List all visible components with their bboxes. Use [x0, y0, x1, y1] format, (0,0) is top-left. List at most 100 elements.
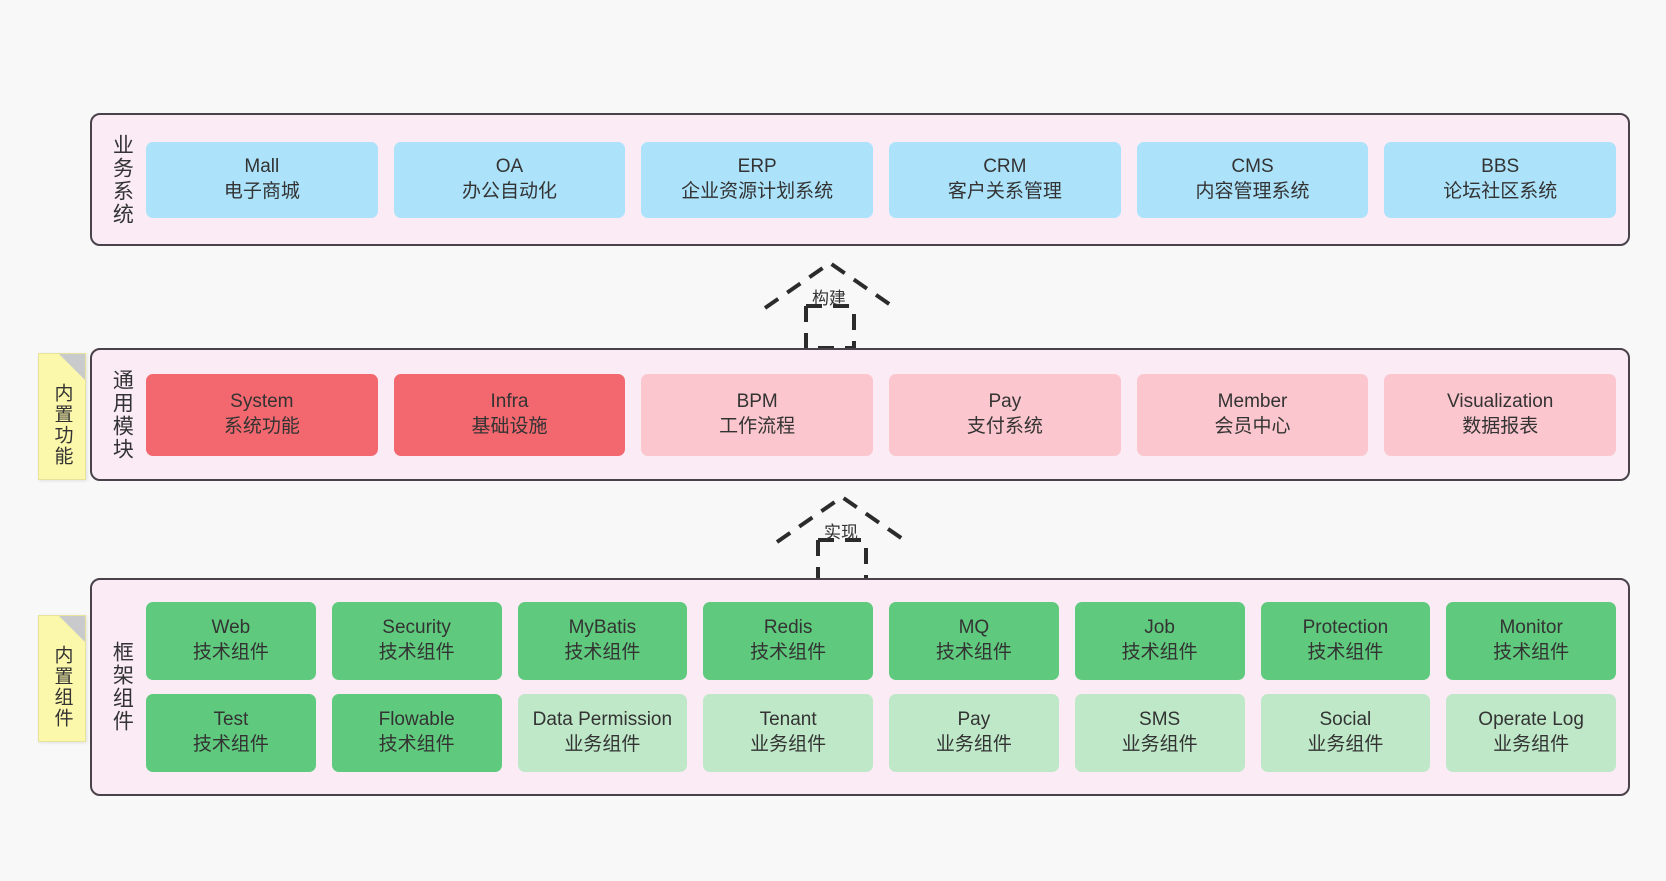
card-infra[interactable]: Infra 基础设施	[393, 373, 626, 456]
card-crm[interactable]: CRM 客户关系管理	[889, 141, 1121, 218]
card-title: Protection	[1302, 617, 1389, 639]
card-subtitle: 工作流程	[719, 415, 796, 437]
card-flowable[interactable]: Flowable 技术组件	[331, 694, 502, 772]
connector-label-implement: 实现	[824, 523, 858, 542]
card-title: ERP	[737, 155, 777, 177]
card-mybatis[interactable]: MyBatis 技术组件	[517, 602, 688, 680]
card-mall[interactable]: Mall 电子商城	[146, 141, 378, 218]
card-data-permission[interactable]: Data Permission 业务组件	[517, 694, 688, 772]
sticky-note-builtin-features[interactable]: 内置功能	[38, 353, 86, 480]
layer-business-systems[interactable]: 业务系统 Mall 电子商城 OA 办公自动化 ERP 企业资源计划系统 CRM…	[90, 113, 1630, 246]
card-mq[interactable]: MQ 技术组件	[889, 602, 1059, 680]
card-protection[interactable]: Protection 技术组件	[1260, 602, 1431, 680]
card-title: OA	[495, 155, 524, 177]
card-system[interactable]: System 系统功能	[146, 373, 378, 456]
layer-framework-components[interactable]: 框架组件 Web 技术组件 Security 技术组件 MyBatis 技术组件…	[90, 578, 1630, 796]
card-row: System 系统功能 Infra 基础设施 BPM 工作流程 Pay 支付系统…	[146, 373, 1617, 456]
card-title: Operate Log	[1478, 709, 1584, 731]
card-subtitle: 业务组件	[935, 734, 1012, 755]
card-subtitle: 内容管理系统	[1195, 180, 1310, 202]
card-subtitle: 技术组件	[1307, 642, 1384, 663]
card-title: Tenant	[759, 709, 817, 731]
card-redis[interactable]: Redis 技术组件	[703, 602, 873, 680]
card-pay-business[interactable]: Pay 业务组件	[889, 694, 1059, 772]
sticky-note-label: 内置组件	[51, 644, 73, 729]
sticky-fold-icon	[59, 354, 85, 380]
card-subtitle: 技术组件	[750, 642, 827, 663]
card-title: BPM	[736, 390, 778, 412]
card-erp[interactable]: ERP 企业资源计划系统	[641, 141, 874, 218]
card-title: Visualization	[1447, 390, 1554, 412]
card-security[interactable]: Security 技术组件	[331, 602, 502, 680]
sticky-note-builtin-components[interactable]: 内置组件	[38, 615, 86, 742]
card-subtitle: 基础设施	[471, 415, 548, 437]
card-title: Data Permission	[532, 709, 673, 731]
card-operate-log[interactable]: Operate Log 业务组件	[1446, 694, 1616, 772]
card-title: Pay	[957, 709, 991, 731]
card-subtitle: 会员中心	[1214, 415, 1291, 437]
card-visualization[interactable]: Visualization 数据报表	[1384, 373, 1617, 456]
layer-common-modules[interactable]: 通用模块 System 系统功能 Infra 基础设施 BPM 工作流程 Pay…	[90, 348, 1630, 481]
layer-title-framework: 框架组件	[110, 641, 134, 733]
card-subtitle: 技术组件	[378, 734, 455, 755]
connector-label-build: 构建	[812, 289, 846, 308]
layer-body-framework: Web 技术组件 Security 技术组件 MyBatis 技术组件 Redi…	[146, 590, 1616, 784]
card-row-tech: Web 技术组件 Security 技术组件 MyBatis 技术组件 Redi…	[146, 602, 1616, 680]
layer-title-business: 业务系统	[110, 133, 134, 226]
card-subtitle: 技术组件	[1121, 642, 1198, 663]
card-subtitle: 技术组件	[192, 734, 269, 755]
card-social[interactable]: Social 业务组件	[1260, 694, 1431, 772]
card-cms[interactable]: CMS 内容管理系统	[1136, 141, 1369, 218]
card-subtitle: 支付系统	[966, 415, 1043, 437]
card-title: Member	[1217, 390, 1288, 412]
sticky-fold-icon	[59, 616, 85, 642]
connector-implement: 实现	[772, 492, 922, 584]
card-subtitle: 业务组件	[1307, 734, 1384, 755]
card-web[interactable]: Web 技术组件	[146, 602, 316, 680]
card-subtitle: 客户关系管理	[947, 180, 1062, 202]
layer-title-modules: 通用模块	[110, 368, 134, 461]
card-subtitle: 系统功能	[223, 415, 300, 437]
card-title: Security	[382, 617, 451, 639]
card-title: CMS	[1231, 155, 1274, 177]
card-title: Monitor	[1499, 617, 1563, 639]
card-title: BBS	[1481, 155, 1520, 177]
card-title: System	[230, 390, 294, 412]
card-subtitle: 业务组件	[750, 734, 827, 755]
card-title: MQ	[958, 617, 990, 639]
card-test[interactable]: Test 技术组件	[146, 694, 316, 772]
card-title: Flowable	[378, 709, 455, 731]
card-job[interactable]: Job 技术组件	[1074, 602, 1245, 680]
card-subtitle: 业务组件	[1493, 734, 1570, 755]
card-sms[interactable]: SMS 业务组件	[1074, 694, 1245, 772]
card-subtitle: 电子商城	[223, 180, 300, 202]
card-title: Pay	[988, 390, 1022, 412]
build-arrow-icon	[763, 260, 897, 350]
card-member[interactable]: Member 会员中心	[1136, 373, 1369, 456]
card-subtitle: 技术组件	[564, 642, 641, 663]
card-subtitle: 业务组件	[564, 734, 641, 755]
card-title: MyBatis	[568, 617, 637, 639]
card-title: Mall	[244, 155, 280, 177]
card-title: Test	[213, 709, 249, 731]
card-pay[interactable]: Pay 支付系统	[889, 373, 1121, 456]
card-title: Redis	[763, 617, 813, 639]
card-monitor[interactable]: Monitor 技术组件	[1446, 602, 1616, 680]
card-row-business: Test 技术组件 Flowable 技术组件 Data Permission …	[146, 694, 1616, 772]
card-oa[interactable]: OA 办公自动化	[393, 141, 626, 218]
card-subtitle: 业务组件	[1121, 734, 1198, 755]
card-subtitle: 技术组件	[378, 642, 455, 663]
implement-arrow-icon	[775, 494, 909, 584]
card-title: SMS	[1139, 709, 1181, 731]
card-subtitle: 技术组件	[935, 642, 1012, 663]
card-tenant[interactable]: Tenant 业务组件	[703, 694, 873, 772]
connector-build: 构建	[760, 258, 910, 350]
card-subtitle: 数据报表	[1462, 415, 1539, 437]
card-title: Social	[1319, 709, 1372, 731]
card-bbs[interactable]: BBS 论坛社区系统	[1384, 141, 1617, 218]
card-subtitle: 技术组件	[1493, 642, 1570, 663]
card-bpm[interactable]: BPM 工作流程	[641, 373, 874, 456]
card-title: Web	[211, 617, 251, 639]
layer-body-business: Mall 电子商城 OA 办公自动化 ERP 企业资源计划系统 CRM 客户关系…	[146, 125, 1617, 234]
card-row: Mall 电子商城 OA 办公自动化 ERP 企业资源计划系统 CRM 客户关系…	[146, 141, 1617, 218]
